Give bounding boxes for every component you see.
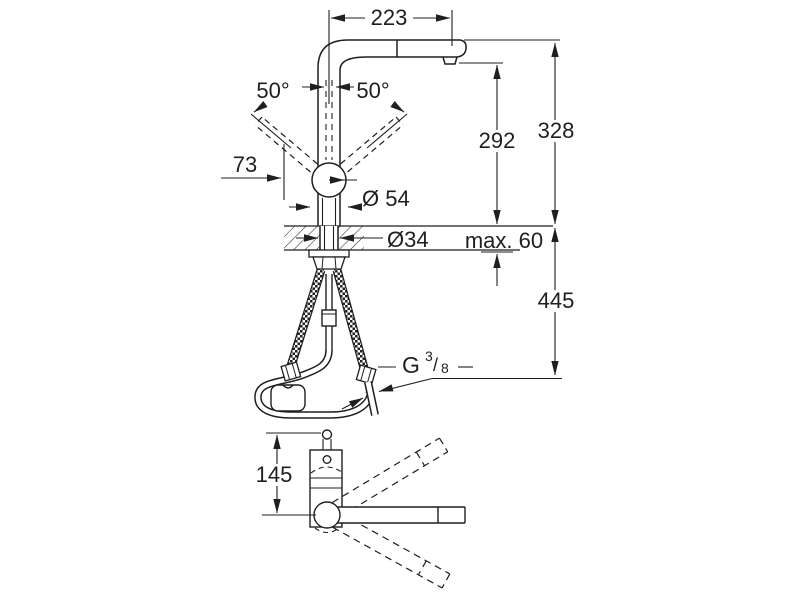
dim-label-34: Ø34 (387, 227, 429, 252)
plan-cartridge-dot (322, 455, 332, 465)
dim-counter-max (481, 251, 513, 286)
dim-plan-145 (262, 432, 321, 516)
pullout-hose-upper (321, 274, 337, 350)
plan-pivot (313, 501, 341, 529)
pullout-hose-core (255, 349, 373, 418)
spray-nozzle (442, 56, 458, 65)
supply-hose-right (332, 268, 379, 416)
faucet-body (321, 198, 337, 226)
dim-width-223 (328, 10, 453, 104)
dim-height-292 (459, 62, 503, 225)
hose-weight (270, 384, 306, 412)
hose-assembly (254, 268, 379, 419)
dim-angle-left (250, 83, 325, 149)
thread-stub-core (365, 381, 378, 416)
mounting-shank (319, 226, 339, 250)
dim-label-292: 292 (479, 128, 516, 153)
faucet-side-view (254, 39, 467, 275)
angle-label-left: 50° (256, 78, 289, 103)
plan-spout-arm (330, 506, 466, 524)
plan-spout-swivel-up (331, 437, 449, 517)
angle-label-right: 50° (356, 78, 389, 103)
supply-hose-left (280, 268, 326, 382)
spout-inner-line (339, 56, 442, 226)
plan-lever-tip (321, 429, 333, 440)
dim-label-445: 445 (538, 288, 575, 313)
dim-offset-73 (221, 144, 285, 200)
plan-spout-swivel-down (332, 512, 451, 589)
dimension-annotations: 223 50° 50° 73 Ø 54 (221, 5, 575, 410)
dim-label-max60: max. 60 (465, 228, 543, 253)
plan-view: 145 (256, 429, 466, 589)
dim-angle-right (335, 83, 408, 149)
dim-label-73: 73 (233, 152, 257, 177)
dim-label-145: 145 (256, 462, 293, 487)
dim-thread-callout (341, 366, 562, 410)
inner-hose-dashed (325, 80, 333, 160)
spout-outer-line (317, 39, 460, 226)
spray-head (396, 39, 467, 65)
mounting-nut (308, 249, 350, 275)
dim-label-223: 223 (371, 5, 408, 30)
dim-label-328: 328 (538, 118, 575, 143)
dim-height-328 (464, 39, 560, 225)
dim-label-54: Ø 54 (362, 186, 410, 211)
